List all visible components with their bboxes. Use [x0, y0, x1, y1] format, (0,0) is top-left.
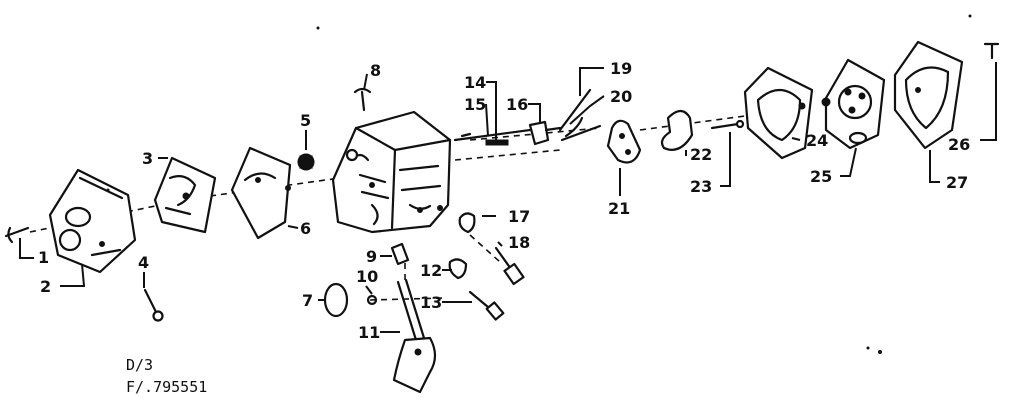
part-10-washer: [366, 294, 378, 306]
callout-3: 3: [142, 149, 153, 168]
part-16-lever: [528, 120, 562, 146]
part-17-spring: [458, 212, 476, 234]
part-2-pump-cover: [48, 168, 137, 274]
callout-15: 15: [464, 95, 486, 114]
part-26-screw: [983, 42, 1000, 60]
callout-16: 16: [506, 95, 528, 114]
part-3-gasket: [153, 156, 217, 234]
part-27-cover: [893, 40, 964, 150]
callout-21: 21: [608, 199, 630, 218]
part-25-diaphragm: [821, 58, 886, 150]
callout-22: 22: [690, 145, 712, 164]
callout-10: 10: [356, 267, 378, 286]
part-7-disc: [323, 282, 349, 318]
reference-code: D/3 F/.795551: [126, 356, 207, 396]
part-9-screw: [390, 242, 410, 266]
part-4-screw: [143, 288, 164, 322]
callout-23: 23: [690, 177, 712, 196]
callout-25: 25: [810, 167, 832, 186]
carburetor-body: [331, 110, 452, 234]
callout-8: 8: [370, 61, 381, 80]
callout-7: 7: [302, 291, 313, 310]
reference-line-2: F/.795551: [126, 378, 207, 396]
callout-13: 13: [420, 293, 442, 312]
part-11-choke-shaft: [392, 278, 437, 394]
callout-11: 11: [358, 323, 380, 342]
part-12-spring: [448, 258, 468, 280]
callout-leaders: [19, 62, 997, 333]
scan-speckles: [106, 14, 972, 354]
part-1-screw: [4, 226, 30, 244]
callout-1: 1: [38, 248, 49, 267]
part-13-screw: [468, 290, 505, 321]
part-24-gasket: [743, 66, 814, 160]
callout-18: 18: [508, 233, 530, 252]
callout-labels: 1 2 3 4 5 6 7 8 9 10 11 12 13 14 15 16 1…: [38, 59, 970, 342]
part-8-clip: [353, 87, 372, 112]
reference-line-1: D/3: [126, 356, 153, 374]
callout-4: 4: [138, 253, 149, 272]
part-19-20-spring: [558, 88, 602, 142]
callout-24: 24: [806, 131, 828, 150]
callout-14: 14: [464, 73, 486, 92]
part-22-lever: [660, 109, 694, 151]
part-5-plug: [297, 153, 315, 171]
part-18-needle: [494, 246, 525, 286]
part-6-diaphragm: [230, 146, 292, 240]
callout-6: 6: [300, 219, 311, 238]
callout-12: 12: [420, 261, 442, 280]
callout-5: 5: [300, 111, 311, 130]
callout-2: 2: [40, 277, 51, 296]
callout-17: 17: [508, 207, 530, 226]
part-23-pin: [710, 119, 745, 130]
callout-26: 26: [948, 135, 970, 154]
callout-27: 27: [946, 173, 968, 192]
part-21-throttle-plate: [606, 119, 642, 164]
callout-9: 9: [366, 247, 377, 266]
callout-19: 19: [610, 59, 632, 78]
callout-20: 20: [610, 87, 632, 106]
